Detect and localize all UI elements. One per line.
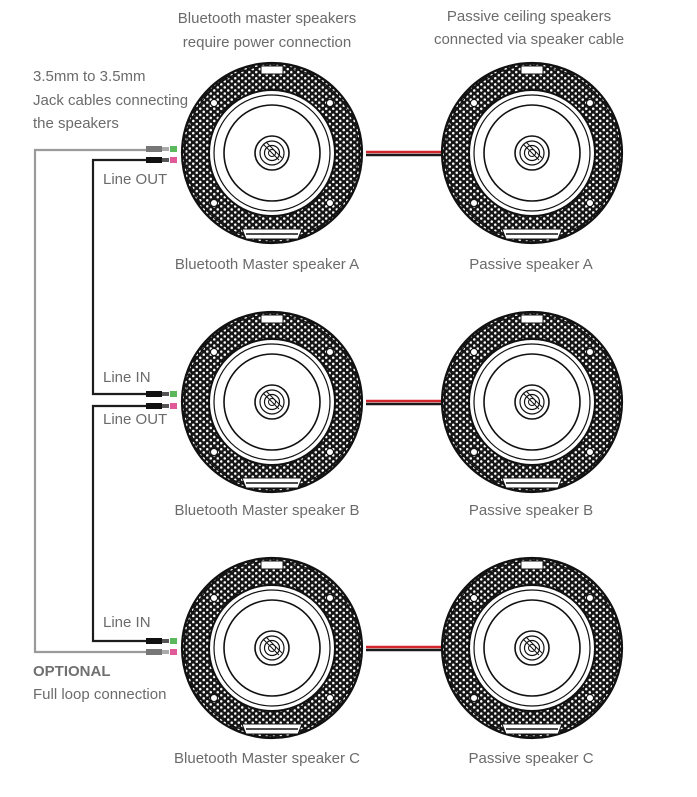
- passive-speaker-a-label: Passive speaker A: [469, 256, 593, 273]
- master-speaker-a-label: Bluetooth Master speaker A: [174, 256, 360, 273]
- jack-cable-b-to-c: [91, 404, 146, 643]
- jack-cable-a-to-b: [91, 158, 146, 396]
- speaker-ports: [170, 146, 177, 655]
- jack-plugs: [146, 146, 169, 655]
- passive-speaker-a-graphic: [440, 61, 624, 245]
- passive-speaker-b-label: Passive speaker B: [468, 502, 594, 519]
- optional-loop-cable: [33, 148, 148, 654]
- line-out-label-a: Line OUT: [103, 171, 168, 188]
- cable-note-line1: 3.5mm to 3.5mm: [33, 68, 146, 85]
- passive-speaker-c-graphic: [440, 556, 624, 740]
- master-note-line1: Bluetooth master speakers: [177, 10, 357, 27]
- master-speaker-a-graphic: [180, 61, 364, 245]
- master-speaker-c-label: Bluetooth Master speaker C: [174, 750, 360, 767]
- master-speaker-b-label: Bluetooth Master speaker B: [174, 502, 360, 519]
- speaker-cable-c: [366, 645, 442, 652]
- master-note-line2: require power connection: [182, 34, 352, 51]
- line-in-label-b: Line IN: [103, 369, 151, 386]
- passive-note-line1: Passive ceiling speakers: [446, 8, 612, 25]
- line-in-label-c: Line IN: [103, 614, 151, 631]
- master-speaker-c-graphic: [180, 556, 364, 740]
- optional-subtitle: Full loop connection: [33, 686, 167, 703]
- passive-note-line2: connected via speaker cable: [433, 31, 625, 48]
- cable-note-line3: the speakers: [33, 115, 119, 132]
- speaker-cable-b: [366, 399, 442, 406]
- line-out-label-b: Line OUT: [103, 411, 168, 428]
- master-speaker-b-graphic: [180, 310, 364, 494]
- speaker-cable-a: [366, 150, 442, 157]
- cable-note-line2: Jack cables connecting: [33, 92, 189, 109]
- passive-speaker-c-label: Passive speaker C: [468, 750, 594, 767]
- passive-speaker-b-graphic: [440, 310, 624, 494]
- optional-title: OPTIONAL: [33, 663, 111, 680]
